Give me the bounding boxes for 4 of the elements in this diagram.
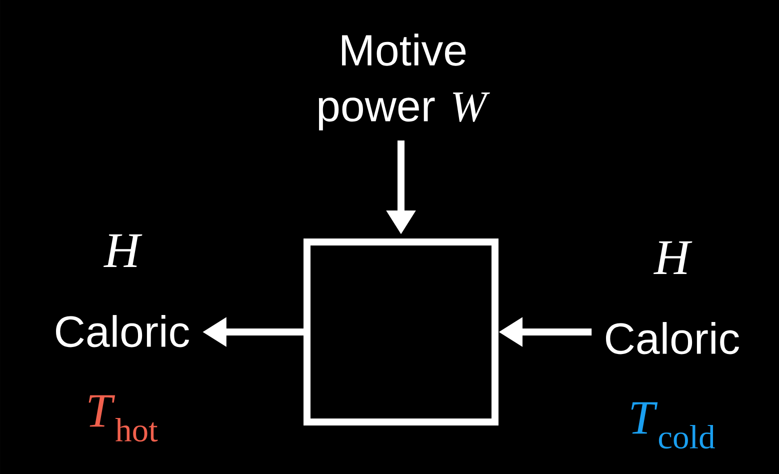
text-label: H Caloric T$_{hot}$ xyxy=(56,234,190,442)
text-label: Motive power W xyxy=(318,34,490,130)
process-box xyxy=(304,238,498,426)
text-label: H Caloric T$_{cold}$ xyxy=(606,241,740,449)
